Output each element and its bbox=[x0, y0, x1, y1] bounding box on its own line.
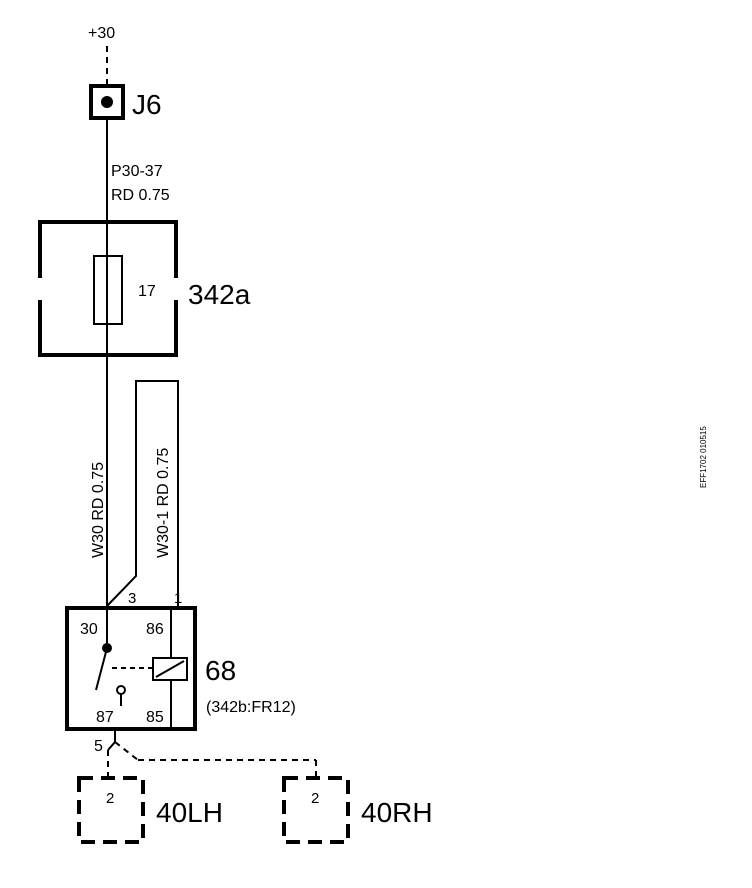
wire-top-color-size: RD 0.75 bbox=[111, 187, 170, 204]
fuse-box-label: 342a bbox=[188, 279, 251, 310]
relay-switch-arm bbox=[95, 647, 108, 691]
lamp-40rh bbox=[282, 776, 350, 844]
relay-pin-87: 87 bbox=[96, 709, 114, 726]
relay-location: (342b:FR12) bbox=[206, 699, 296, 716]
lamp-40rh-pin: 2 bbox=[311, 790, 319, 807]
connector-j6-pin bbox=[101, 96, 113, 108]
wire-top-code: P30-37 bbox=[111, 163, 163, 180]
supply-label: +30 bbox=[88, 25, 115, 42]
relay-pin-5: 5 bbox=[94, 738, 103, 755]
relay-output-bend bbox=[107, 741, 116, 751]
relay-label: 68 bbox=[205, 655, 236, 686]
wire-w30-1-label: W30-1 RD 0.75 bbox=[155, 448, 172, 558]
figure-code: EFF1702 010515 bbox=[699, 426, 708, 488]
relay-pin-85: 85 bbox=[146, 709, 164, 726]
lamp-40lh bbox=[77, 776, 145, 844]
output-dashed-wiring bbox=[107, 741, 317, 778]
lamp-40lh-label: 40LH bbox=[156, 797, 223, 828]
relay-pin-30: 30 bbox=[80, 621, 98, 638]
relay-pin-3: 3 bbox=[128, 590, 136, 607]
relay-pin-86: 86 bbox=[146, 621, 164, 638]
wire-w30-label: W30 RD 0.75 bbox=[90, 462, 107, 558]
relay-coil-winding bbox=[155, 660, 185, 678]
relay-contact-87 bbox=[116, 685, 126, 695]
relay-68 bbox=[65, 606, 197, 731]
lamp-40lh-pin: 2 bbox=[106, 790, 114, 807]
connector-label: J6 bbox=[132, 89, 162, 120]
lamp-40rh-label: 40RH bbox=[361, 797, 433, 828]
wire-w30-1 bbox=[106, 380, 179, 608]
fuse-number: 17 bbox=[138, 283, 156, 300]
relay-pin-1: 1 bbox=[174, 590, 182, 607]
